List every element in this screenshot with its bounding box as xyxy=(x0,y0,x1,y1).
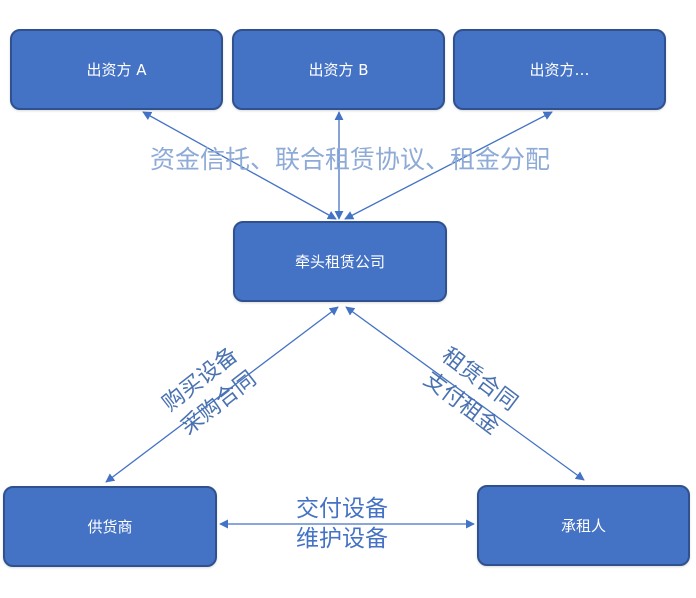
node-lessee-label: 承租人 xyxy=(560,517,606,535)
node-supplier[interactable]: 供货商 xyxy=(3,486,217,567)
node-lead-lessor-label: 牵头租赁公司 xyxy=(294,253,385,271)
node-investor-b[interactable]: 出资方 B xyxy=(232,29,445,110)
node-investor-a-label: 出资方 A xyxy=(86,61,147,79)
node-investor-etc[interactable]: 出资方… xyxy=(453,29,666,110)
node-investor-b-label: 出资方 B xyxy=(308,61,369,79)
label-investors-to-lessor: 资金信托、联合租赁协议、租金分配 xyxy=(150,145,551,174)
arrow-lessor-lessee xyxy=(345,306,585,481)
label-supplier-lessee-line1: 交付设备 xyxy=(296,496,388,522)
arrow-investor-etc-lessor xyxy=(344,111,553,220)
label-supplier-lessee-line2: 维护设备 xyxy=(296,526,388,552)
node-lessee[interactable]: 承租人 xyxy=(477,485,690,566)
arrow-lessor-supplier xyxy=(105,306,339,483)
node-supplier-label: 供货商 xyxy=(87,518,133,536)
label-supplier-lessee: 交付设备 维护设备 xyxy=(296,494,388,554)
arrow-investor-a-lessor xyxy=(142,111,337,220)
node-investor-a[interactable]: 出资方 A xyxy=(10,29,223,110)
node-investor-etc-label: 出资方… xyxy=(529,61,590,79)
node-lead-lessor[interactable]: 牵头租赁公司 xyxy=(233,221,447,302)
